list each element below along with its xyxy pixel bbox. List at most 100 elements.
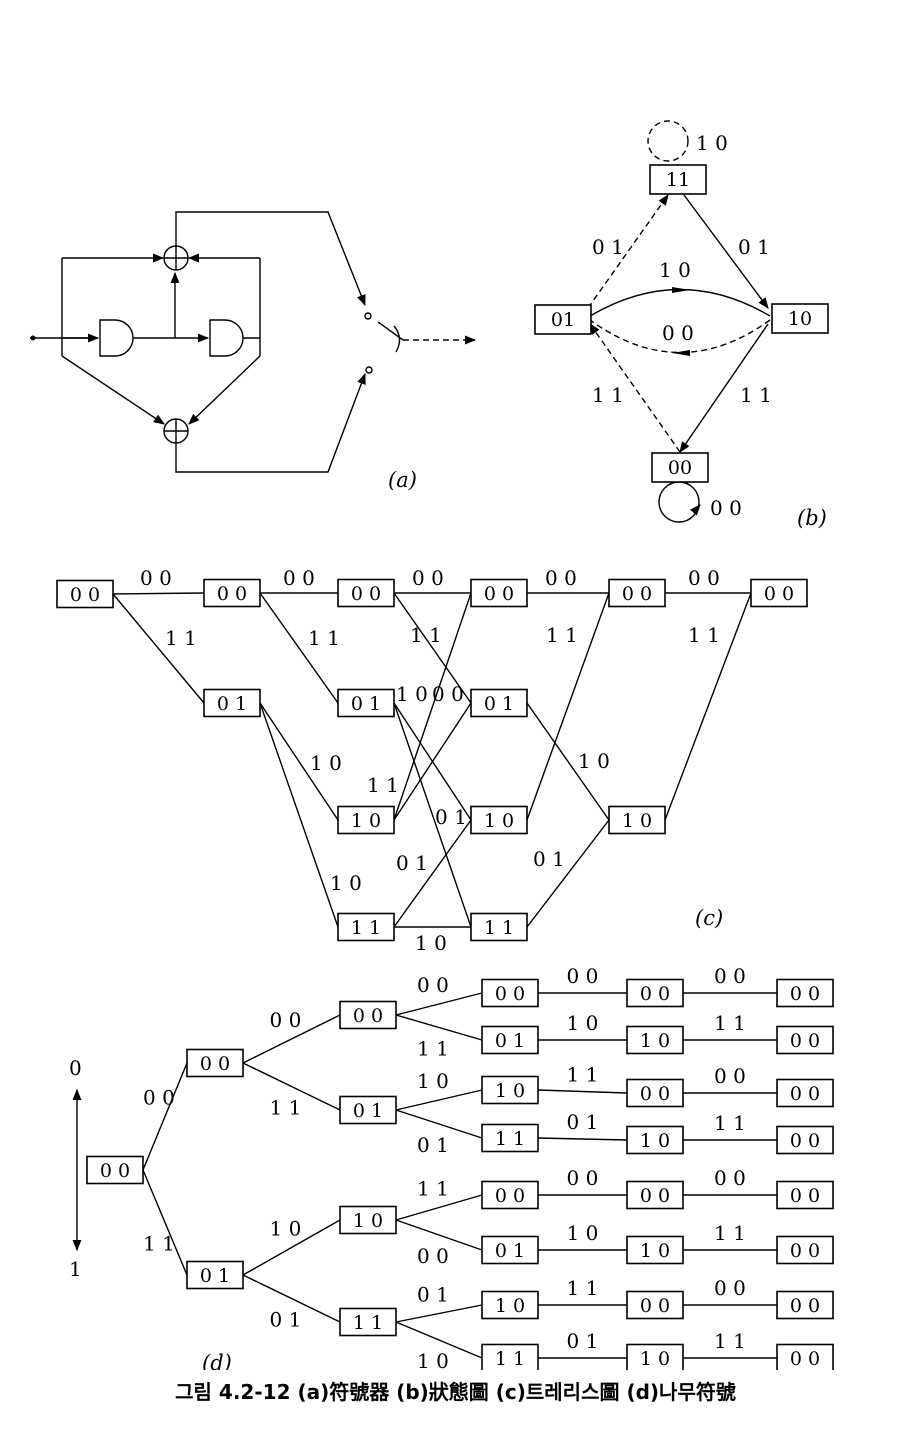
tree-node-box [339,1095,397,1125]
tree-axis-top-label: 0 [69,1056,82,1080]
tree-edge-label: 1 1 [714,1111,746,1135]
trellis-node-label: 0 1 [484,693,514,715]
state-label-01: 01 [551,309,575,331]
tree-edge-label: 1 1 [270,1096,302,1120]
tree-node-box [626,1235,684,1265]
trellis-label: 1 0 [330,871,362,895]
tree-edge-label: 1 0 [270,1217,302,1241]
tree-node-label: 1 1 [495,1348,525,1370]
tree-node-label: 0 0 [790,1030,820,1052]
edge-label-10-01: 0 0 [662,321,694,345]
tree-edge [395,1194,483,1221]
tree-node-label: 1 0 [495,1080,525,1102]
tree-edges [142,992,777,1359]
tree-node-box [776,1180,834,1210]
state-box-00 [651,452,709,483]
tree-edge-label: 0 0 [714,1064,746,1088]
trellis-node-label: 0 0 [351,583,381,605]
tree-node-label: 0 1 [353,1100,383,1122]
edge-label-01-11: 0 1 [592,235,624,259]
encoder-input-dot [30,335,36,341]
tree-node-box [481,1075,539,1105]
tree-edge-label: 1 1 [143,1232,175,1256]
tree-node-label: 1 0 [640,1348,670,1370]
tree-node-label: 0 1 [200,1265,230,1287]
trellis-node-label: 0 0 [217,583,247,605]
trellis-node-box [470,912,528,942]
state-arrow-01-10 [672,287,690,293]
trellis-node-box [470,688,528,718]
tree-labels: 0 0 1 1 0 0 1 1 1 0 0 1 0 0 1 1 1 0 0 1 1 1 0 0 0 1 1… [143,964,746,1370]
trellis-label: 0 1 [396,851,428,875]
tree-node-label: 0 1 [495,1240,525,1262]
trellis-node-box [608,578,666,608]
self-loop-00 [658,481,700,523]
tree-node-label: 1 0 [640,1130,670,1152]
trellis-edge [112,593,205,704]
tree-edge-label: 1 1 [417,1037,449,1061]
tree-node-box [776,1343,834,1370]
self-loop-00-arrow [690,504,701,516]
tree-edge-label: 0 0 [714,1166,746,1190]
tree-code-panel: 0 1 0 00 00 10 00 11 01 10 00 11 01 10 0… [69,964,834,1370]
tree-node-label: 1 0 [640,1030,670,1052]
delay-element-1 [99,319,134,357]
tree-node-box [626,1078,684,1108]
tree-node-label: 0 0 [640,1185,670,1207]
tree-node-label: 0 0 [200,1053,230,1075]
tree-node-label: 0 0 [790,1083,820,1105]
tree-edge-label: 1 1 [714,1329,746,1353]
tree-node-box [626,1180,684,1210]
panel-a-label: (a) [388,468,417,492]
tree-edge-label: 0 1 [270,1308,302,1332]
trellis-edge [259,592,339,704]
tree-edge [537,1137,628,1141]
tree-node-box [626,1290,684,1320]
trellis-edge [393,592,472,704]
state-arrow-10-01 [672,350,690,356]
tree-edge-label: 1 0 [417,1069,449,1093]
encoder-top-output [175,211,366,307]
trellis-node-box [337,688,395,718]
trellis-label: 1 1 [308,626,340,650]
tree-edge-label: 0 1 [567,1329,599,1353]
trellis-label: 0 0 [412,566,444,590]
state-edge-01-10 [589,288,771,317]
tree-node-box [339,1307,397,1337]
trellis-label: 0 0 [432,682,464,706]
tree-edge [242,1062,341,1111]
tree-node-box [481,1025,539,1055]
trellis-label: 0 0 [140,566,172,590]
trellis-node-box [750,578,808,608]
trellis-label: 1 1 [165,626,197,650]
edge-label-11-11: 1 0 [696,131,728,155]
tree-node-label: 0 0 [790,1348,820,1370]
tree-node-label: 1 0 [495,1295,525,1317]
tree-node-label: 0 0 [790,1295,820,1317]
tree-node-label: 1 0 [640,1240,670,1262]
encoder-bottom-feed-right [188,355,261,425]
trellis-node-label: 1 0 [484,810,514,832]
tree-node-box [626,1343,684,1370]
state-label-10: 10 [788,308,812,330]
tree-edge-label: 1 1 [567,1276,599,1300]
state-box-11 [649,164,707,195]
tree-edge [537,1089,628,1094]
trellis-label: 0 0 [688,566,720,590]
trellis-edge [393,702,472,821]
state-box-01 [534,304,592,335]
tree-edge-label: 0 1 [567,1110,599,1134]
tree-edge-label: 0 1 [417,1133,449,1157]
tree-edge [142,1062,188,1171]
tree-edge [242,1014,341,1064]
encoder-bottom-feed-left [61,355,165,425]
tree-edge-label: 0 0 [567,964,599,988]
tree-edge-label: 1 0 [567,1221,599,1245]
tree-edge [142,1169,188,1276]
tree-node-box [481,1235,539,1265]
trellis-label: 0 0 [545,566,577,590]
tree-edge-label: 0 0 [714,1276,746,1300]
tree-node-box [776,1125,834,1155]
